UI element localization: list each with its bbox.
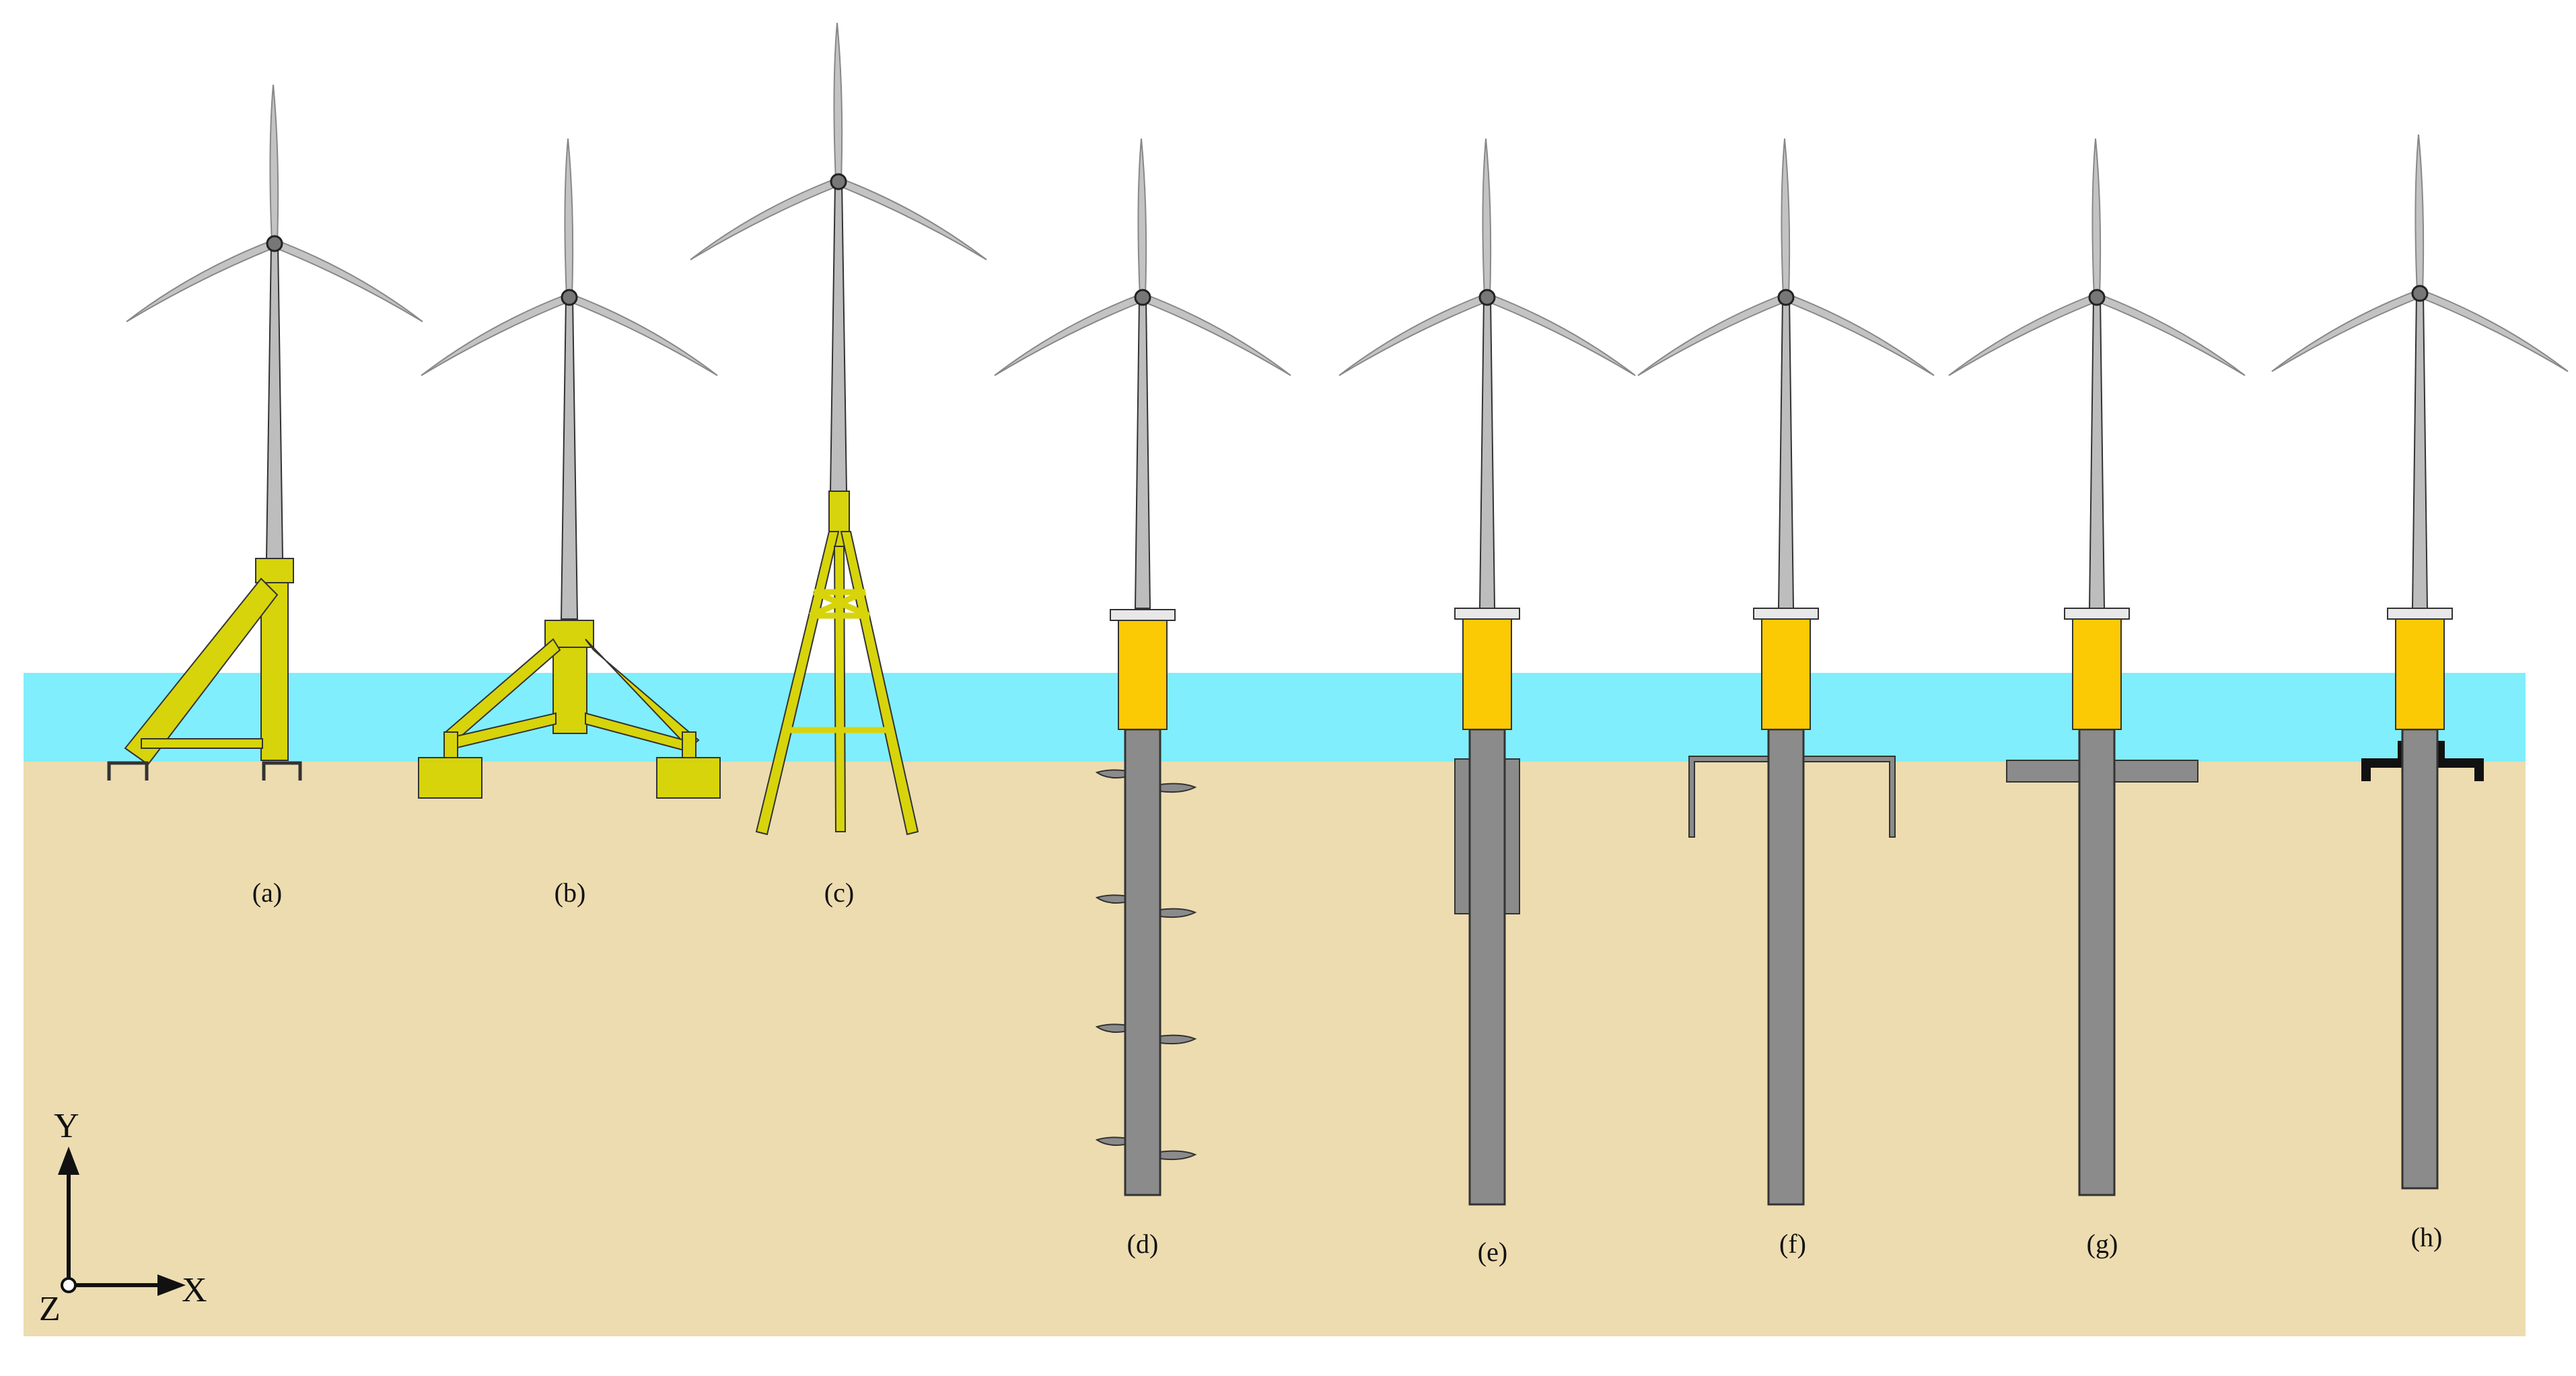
caption-g: (g)	[2087, 1229, 2118, 1259]
turbine-e	[1338, 138, 1636, 1206]
foundation-b-left-suction-bucket	[418, 757, 482, 799]
caption-e: (e)	[1478, 1237, 1507, 1267]
blade-upper-e	[1482, 138, 1492, 298]
blade-left-b	[421, 292, 570, 376]
monopile-e	[1468, 728, 1506, 1206]
turbine-b	[421, 138, 718, 620]
foundation-b-right-upper-brace	[585, 639, 700, 750]
z-axis-label: Z	[39, 1290, 61, 1328]
blade-left-c	[690, 176, 839, 260]
y-axis-arrowhead	[58, 1147, 79, 1175]
blade-left-d	[994, 292, 1143, 376]
blade-left-a	[126, 238, 275, 322]
blade-left-e	[1338, 292, 1488, 376]
caption-d: (d)	[1127, 1229, 1159, 1259]
platform-flange-d	[1110, 609, 1176, 621]
turbines-layer	[126, 22, 2569, 1206]
foundation-f-skirted-cap	[1688, 756, 1896, 838]
monopile-d	[1124, 728, 1161, 1196]
foundation-d-helical-pile	[1095, 769, 1197, 1161]
foundation-a-a-frame	[107, 558, 302, 781]
blade-right-g	[2096, 292, 2246, 376]
tower-c	[829, 181, 848, 492]
foundation-c-bracing	[789, 589, 891, 733]
tower-b	[560, 297, 579, 620]
transition-piece-h	[2395, 617, 2445, 730]
blade-upper-g	[2091, 138, 2102, 298]
blade-right-a	[274, 238, 423, 322]
tower-f	[1777, 297, 1795, 609]
blade-right-d	[1142, 292, 1291, 376]
foundation-b-right-bucket-neck	[682, 731, 696, 760]
rotor-hub-c	[830, 173, 847, 190]
platform-flange-e	[1454, 608, 1520, 620]
turbine-f	[1637, 138, 1935, 1206]
foundation-c-tripod	[755, 491, 919, 836]
foundation-c-left-leg	[755, 531, 840, 836]
transition-piece-e	[1462, 617, 1512, 730]
platform-flange-h	[2387, 608, 2453, 620]
foundation-b-left-bucket-neck	[443, 731, 458, 760]
blade-left-f	[1637, 292, 1787, 376]
caption-f: (f)	[1779, 1229, 1806, 1259]
turbine-d	[994, 138, 1291, 1196]
transition-piece-f	[1761, 617, 1811, 730]
water-layer	[24, 673, 2526, 762]
blade-right-f	[1785, 292, 1935, 376]
tower-h	[2411, 293, 2429, 609]
rotor-hub-b	[561, 289, 578, 306]
platform-flange-g	[2064, 608, 2130, 620]
rotor-hub-h	[2411, 285, 2429, 302]
turbine-h	[2271, 134, 2569, 1190]
caption-a: (a)	[252, 877, 282, 908]
coordinate-axes: Y X Z	[39, 1107, 207, 1328]
seabed	[24, 760, 2526, 1336]
turbine-c	[690, 22, 987, 492]
foundation-b-tripod-buckets	[418, 620, 721, 799]
foundation-b-right-suction-bucket	[656, 757, 721, 799]
turbine-a	[126, 84, 423, 559]
caption-c: (c)	[824, 877, 854, 908]
blade-left-g	[1948, 292, 2098, 376]
tower-a	[265, 243, 284, 559]
monopile-h	[2401, 728, 2439, 1190]
blade-upper-h	[2414, 134, 2425, 294]
turbine-g	[1948, 138, 2246, 1196]
blade-right-c	[838, 176, 987, 260]
rotor-hub-a	[266, 235, 283, 252]
rotor-hub-e	[1478, 289, 1496, 306]
foundation-a-horizontal-brace	[141, 738, 263, 749]
caption-h: (h)	[2411, 1222, 2443, 1252]
rotor-hub-f	[1777, 289, 1795, 306]
rotor-hub-g	[2088, 289, 2106, 306]
blade-upper-f	[1781, 138, 1791, 298]
blade-right-h	[2419, 288, 2569, 372]
blade-upper-b	[564, 138, 574, 298]
transition-piece-d	[1118, 618, 1168, 730]
tower-d	[1134, 297, 1151, 609]
monopile-g	[2078, 728, 2116, 1196]
blade-upper-a	[269, 84, 279, 244]
foundation-d-helices	[1095, 769, 1197, 1161]
blade-right-b	[569, 292, 718, 376]
y-axis-label: Y	[54, 1107, 79, 1145]
z-axis-origin	[61, 1277, 77, 1293]
rotor-hub-d	[1134, 289, 1151, 306]
tower-g	[2088, 297, 2106, 609]
monopile-f	[1767, 728, 1805, 1206]
foundation-a-footings	[107, 761, 302, 781]
foundation-c-right-leg	[840, 531, 919, 836]
tower-e	[1478, 297, 1496, 609]
blade-right-e	[1487, 292, 1636, 376]
x-axis-label: X	[182, 1271, 207, 1309]
blade-left-h	[2271, 288, 2421, 372]
blade-upper-d	[1137, 138, 1147, 298]
caption-b: (b)	[554, 877, 586, 908]
blade-upper-c	[833, 22, 843, 182]
x-axis-arrowhead	[157, 1274, 186, 1296]
platform-flange-f	[1753, 608, 1819, 620]
transition-piece-g	[2072, 617, 2122, 730]
